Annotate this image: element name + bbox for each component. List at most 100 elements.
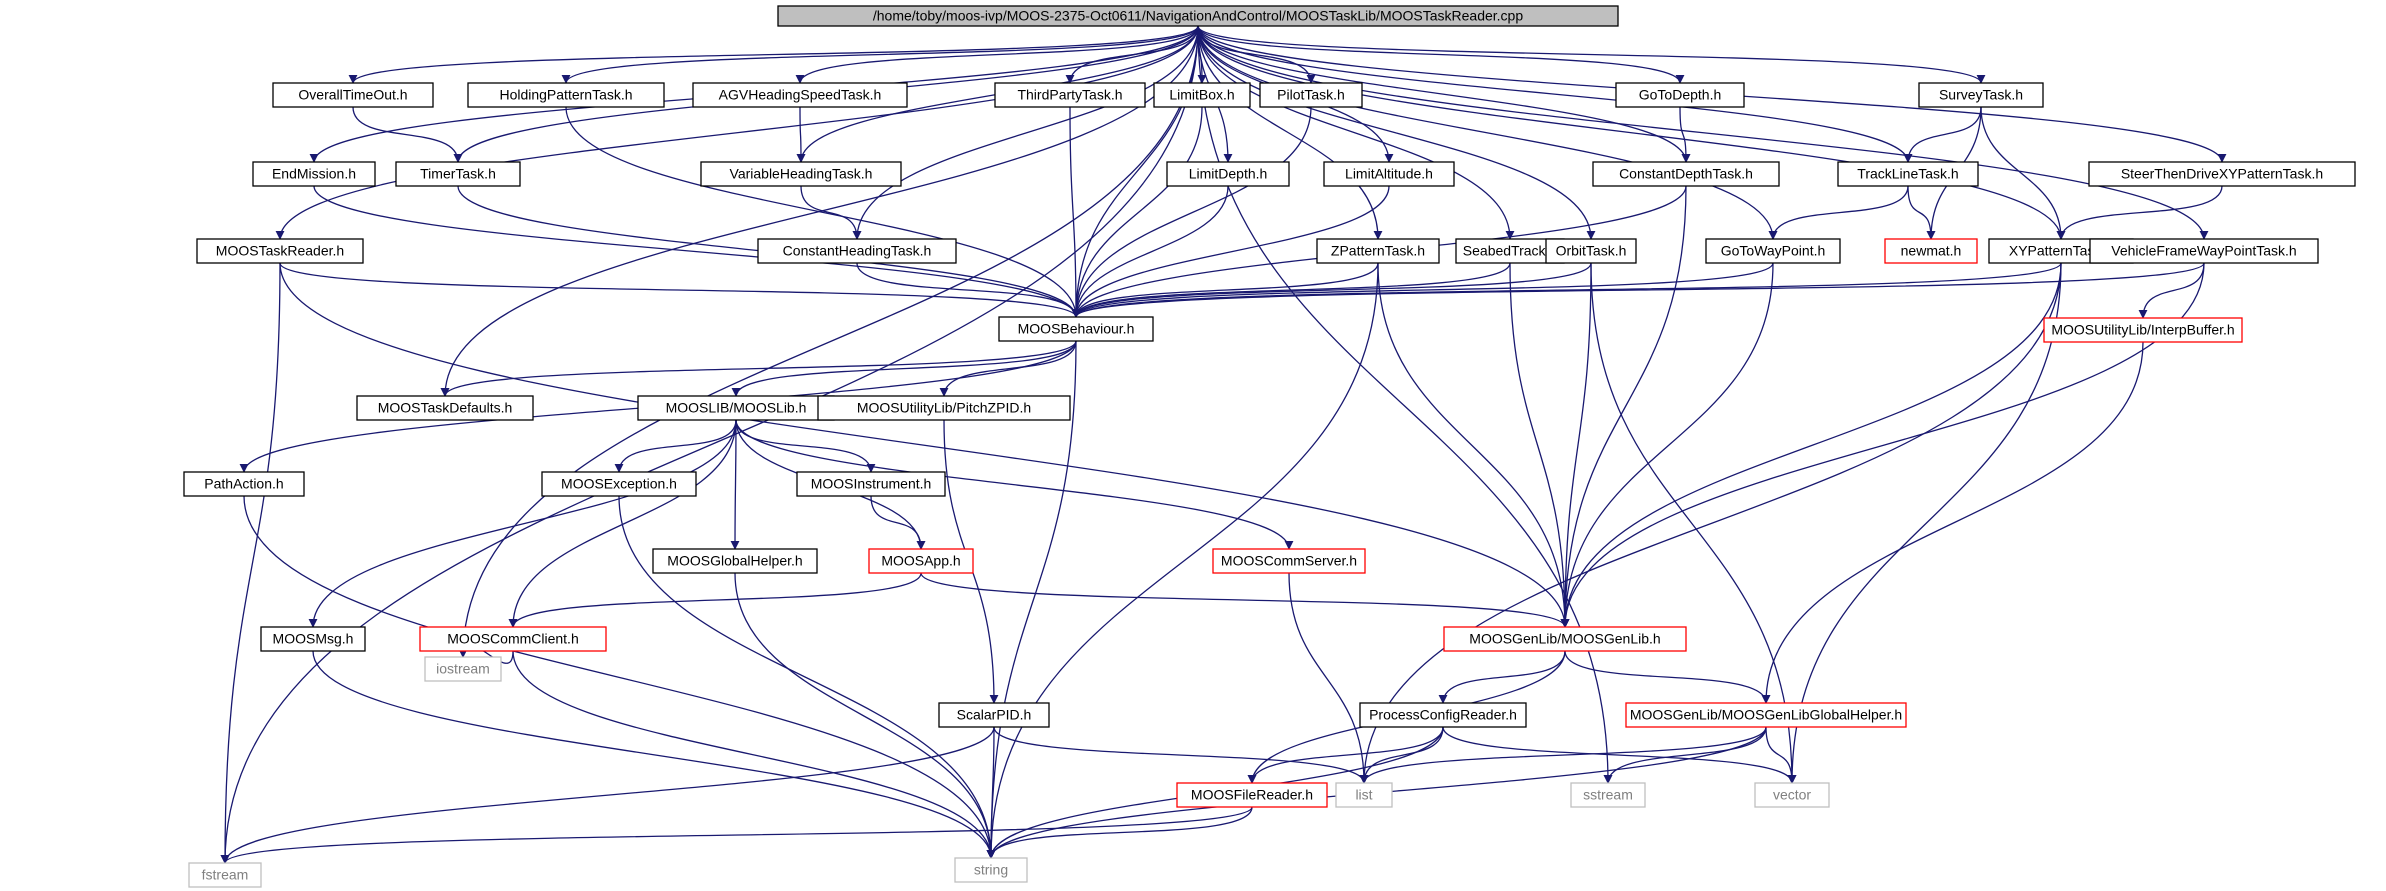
node-list[interactable]: list (1335, 782, 1393, 808)
edge-xypattern-to-behaviour (1071, 262, 2062, 318)
edge-moosexception-to-string (618, 495, 996, 859)
node-fstream[interactable]: fstream (188, 862, 262, 888)
node-interp[interactable]: MOOSUtilityLib/InterpBuffer.h (2043, 317, 2243, 343)
edge-root-to-gotodepth (1197, 25, 1685, 84)
node-steerthen-label: SteerThenDriveXYPatternTask.h (2121, 166, 2323, 182)
edge-pcreader-to-filereader (1247, 726, 1444, 784)
edge-orbit-to-genlib (1560, 262, 1592, 628)
edge-behaviour-to-taskdefaults (440, 340, 1077, 397)
node-endmission-label: EndMission.h (272, 166, 356, 182)
edge-constdepth-to-genlib (1560, 185, 1687, 628)
node-genlib-label: MOOSGenLib/MOOSGenLib.h (1469, 631, 1660, 647)
node-scalarpid-label: ScalarPID.h (957, 707, 1032, 723)
node-timer[interactable]: TimerTask.h (395, 161, 521, 187)
node-trackline-label: TrackLineTask.h (1857, 166, 1958, 182)
node-sstream-box (1570, 782, 1646, 808)
edge-xypattern-to-list (1359, 262, 2062, 784)
node-string-label: string (974, 862, 1008, 878)
node-endmission[interactable]: EndMission.h (252, 161, 376, 187)
node-globalhelper-box (652, 548, 818, 574)
edge-zpattern-to-string (986, 262, 1379, 859)
node-steerthen[interactable]: SteerThenDriveXYPatternTask.h (2088, 161, 2356, 187)
node-vector-box (1754, 782, 1830, 808)
node-genlib[interactable]: MOOSGenLib/MOOSGenLib.h (1443, 626, 1687, 652)
edge-xypattern-to-genlib (1560, 262, 2062, 628)
node-reader_h[interactable]: MOOSTaskReader.h (196, 238, 364, 264)
node-root[interactable]: /home/toby/moos-ivp/MOOS-2375-Oct0611/Na… (777, 5, 1619, 27)
node-varheading[interactable]: VariableHeadingTask.h (700, 161, 902, 187)
node-constdepth-label: ConstantDepthTask.h (1619, 166, 1753, 182)
node-limitdepth[interactable]: LimitDepth.h (1166, 161, 1290, 187)
node-scalarpid[interactable]: ScalarPID.h (938, 702, 1050, 728)
node-limitalt[interactable]: LimitAltitude.h (1323, 161, 1455, 187)
node-newmat[interactable]: newmat.h (1884, 238, 1978, 264)
node-commclient[interactable]: MOOSCommClient.h (419, 626, 607, 652)
edges-layer (220, 25, 2227, 864)
edge-overall-to-timer (352, 106, 463, 163)
edge-trackline-to-newmat (1907, 185, 1936, 240)
node-iostream-label: iostream (436, 661, 490, 677)
node-string-box (954, 857, 1028, 883)
node-gotowp[interactable]: GoToWayPoint.h (1705, 238, 1841, 264)
node-globalhelper-label: MOOSGlobalHelper.h (667, 553, 802, 569)
node-sstream[interactable]: sstream (1570, 782, 1646, 808)
node-moosmsg[interactable]: MOOSMsg.h (260, 626, 366, 652)
node-moosapp-label: MOOSApp.h (881, 553, 960, 569)
node-orbit[interactable]: OrbitTask.h (1545, 238, 1637, 264)
edge-moosapp-to-genlib (920, 572, 1570, 628)
edge-seabed-to-genlib (1509, 262, 1570, 628)
node-pathaction[interactable]: PathAction.h (183, 471, 305, 497)
node-string[interactable]: string (954, 857, 1028, 883)
node-interp-label: MOOSUtilityLib/InterpBuffer.h (2051, 322, 2234, 338)
node-limitbox[interactable]: LimitBox.h (1153, 82, 1251, 108)
node-fstream-label: fstream (202, 867, 249, 883)
node-survey-label: SurveyTask.h (1939, 87, 2023, 103)
node-holding[interactable]: HoldingPatternTask.h (467, 82, 665, 108)
node-vehframe[interactable]: VehicleFrameWayPointTask.h (2089, 238, 2319, 264)
node-agv[interactable]: AGVHeadingSpeedTask.h (692, 82, 908, 108)
node-trackline[interactable]: TrackLineTask.h (1837, 161, 1979, 187)
node-mooslib[interactable]: MOOSLIB/MOOSLib.h (637, 395, 835, 421)
node-pilot[interactable]: PilotTask.h (1259, 82, 1363, 108)
edge-root-to-zpattern (1197, 25, 1383, 240)
node-pathaction-box (183, 471, 305, 497)
node-survey[interactable]: SurveyTask.h (1918, 82, 2044, 108)
node-constdepth[interactable]: ConstantDepthTask.h (1592, 161, 1780, 187)
node-pitchzpid[interactable]: MOOSUtilityLib/PitchZPID.h (817, 395, 1071, 421)
node-overall[interactable]: OverallTimeOut.h (272, 82, 434, 108)
node-filereader[interactable]: MOOSFileReader.h (1176, 782, 1328, 808)
node-behaviour[interactable]: MOOSBehaviour.h (998, 316, 1154, 342)
node-gotodepth-label: GoToDepth.h (1639, 87, 1722, 103)
edge-survey-to-trackline (1903, 106, 1982, 163)
node-thirdparty[interactable]: ThirdPartyTask.h (994, 82, 1146, 108)
node-behaviour-box (998, 316, 1154, 342)
node-moosinstrument[interactable]: MOOSInstrument.h (796, 471, 946, 497)
node-gotodepth[interactable]: GoToDepth.h (1615, 82, 1745, 108)
edge-gotodepth-to-constdepth (1679, 106, 1691, 163)
node-constheading[interactable]: ConstantHeadingTask.h (757, 238, 957, 264)
node-moosexception[interactable]: MOOSException.h (541, 471, 697, 497)
node-moosmsg-box (260, 626, 366, 652)
edge-mooslib-to-globalhelper (730, 419, 740, 550)
node-steerthen-box (2088, 161, 2356, 187)
node-pcreader[interactable]: ProcessConfigReader.h (1359, 702, 1527, 728)
node-endmission-box (252, 161, 376, 187)
node-zpattern[interactable]: ZPatternTask.h (1316, 238, 1440, 264)
node-agv-label: AGVHeadingSpeedTask.h (719, 87, 882, 103)
edge-mooslib-to-moosexception (614, 419, 737, 473)
edge-vehframe-to-interp (2138, 262, 2205, 319)
node-taskdefaults[interactable]: MOOSTaskDefaults.h (356, 395, 534, 421)
node-mooslib-box (637, 395, 835, 421)
node-iostream[interactable]: iostream (424, 656, 502, 682)
node-thirdparty-box (994, 82, 1146, 108)
edge-behaviour-to-mooslib (731, 340, 1077, 397)
node-moosapp[interactable]: MOOSApp.h (868, 548, 974, 574)
node-list-label: list (1355, 787, 1372, 803)
node-vector[interactable]: vector (1754, 782, 1830, 808)
node-trackline-box (1837, 161, 1979, 187)
node-genglobal[interactable]: MOOSGenLib/MOOSGenLibGlobalHelper.h (1625, 702, 1907, 728)
edge-mooslib-to-moosinstrument (735, 419, 876, 473)
node-commserver[interactable]: MOOSCommServer.h (1212, 548, 1366, 574)
node-globalhelper[interactable]: MOOSGlobalHelper.h (652, 548, 818, 574)
edge-zpattern-to-behaviour (1071, 262, 1379, 318)
